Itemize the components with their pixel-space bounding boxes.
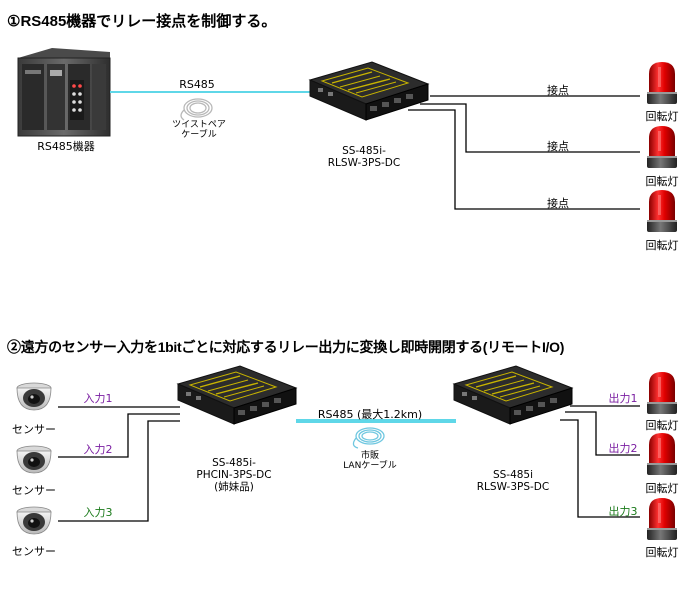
output-label-1: 出力1 bbox=[608, 392, 638, 405]
lamp-label-3: 回転灯 bbox=[645, 239, 679, 252]
input-label-1: 入力1 bbox=[83, 392, 113, 405]
lan-cable-label: 市販 LANケーブル bbox=[343, 451, 397, 471]
twisted-pair-cable-label: ツイストペア ケーブル bbox=[172, 120, 226, 140]
rotating-lamp-3-icon bbox=[647, 190, 677, 232]
output-label-2: 出力2 bbox=[608, 442, 638, 455]
rotating-lamp-4-icon bbox=[647, 372, 677, 414]
lamp-label-4: 回転灯 bbox=[645, 419, 679, 432]
output-wires bbox=[560, 405, 640, 518]
rotating-lamp-2-icon bbox=[647, 126, 677, 168]
rotating-lamp-1-icon bbox=[647, 62, 677, 104]
input-wires bbox=[58, 406, 180, 522]
input-device-icon bbox=[177, 365, 297, 425]
output-label-3: 出力3 bbox=[608, 505, 638, 518]
contact-label-3: 接点 bbox=[547, 197, 569, 210]
rotating-lamp-6-icon bbox=[647, 498, 677, 540]
sensor-label-1: センサー bbox=[12, 423, 56, 436]
relay-device-1-icon bbox=[309, 61, 429, 121]
input-device-label: SS-485i- PHCIN-3PS-DC (姉妹品) bbox=[196, 457, 272, 493]
contact-label-2: 接点 bbox=[547, 140, 569, 153]
lamp-label-5: 回転灯 bbox=[645, 482, 679, 495]
rs485-distance-label: RS485 (最大1.2km) bbox=[317, 408, 423, 421]
input-label-2: 入力2 bbox=[83, 443, 113, 456]
rotating-lamp-5-icon bbox=[647, 433, 677, 475]
contact-wires-1 bbox=[408, 95, 640, 210]
lamp-label-2: 回転灯 bbox=[645, 175, 679, 188]
relay-device-1-label: SS-485i- RLSW-3PS-DC bbox=[327, 145, 401, 169]
sensor-camera-1-icon bbox=[16, 382, 52, 411]
rs485-equipment-icon bbox=[17, 48, 111, 137]
input-label-3: 入力3 bbox=[83, 506, 113, 519]
sensor-label-2: センサー bbox=[12, 484, 56, 497]
sensor-camera-2-icon bbox=[16, 445, 52, 474]
rs485-link-label: RS485 bbox=[179, 78, 215, 91]
sensor-label-3: センサー bbox=[12, 545, 56, 558]
contact-label-1: 接点 bbox=[547, 84, 569, 97]
lamp-label-6: 回転灯 bbox=[645, 546, 679, 559]
relay-device-2-label: SS-485i RLSW-3PS-DC bbox=[476, 469, 550, 493]
sensor-camera-3-icon bbox=[16, 506, 52, 535]
twisted-pair-cable-icon bbox=[180, 98, 213, 121]
rs485-equipment-label: RS485機器 bbox=[37, 140, 95, 153]
lan-cable-icon bbox=[352, 427, 385, 449]
section2-title: ②遠方のセンサー入力を1bitごとに対応するリレー出力に変換し即時開閉する(リモ… bbox=[7, 339, 565, 355]
section1-title: ①RS485機器でリレー接点を制御する。 bbox=[7, 13, 277, 30]
lamp-label-1: 回転灯 bbox=[645, 110, 679, 123]
relay-device-2-icon bbox=[453, 365, 573, 425]
